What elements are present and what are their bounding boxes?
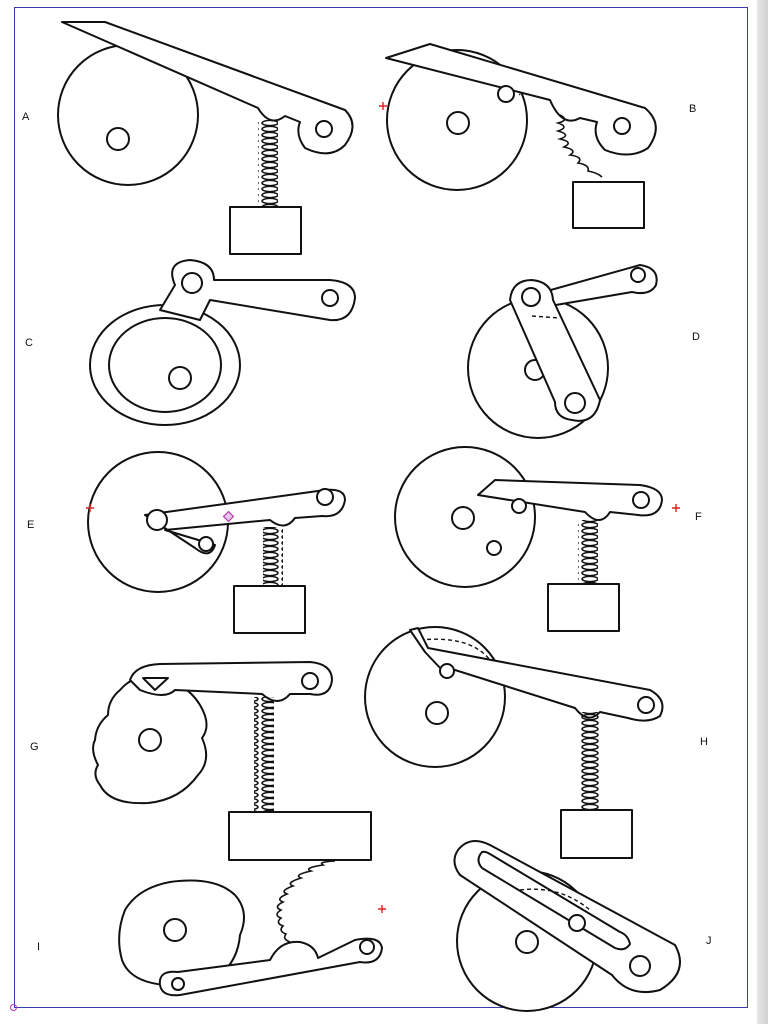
pivot-g xyxy=(301,672,319,690)
lever-i xyxy=(158,937,383,997)
mechanism-e: E xyxy=(27,451,346,634)
red-marker-b xyxy=(379,102,387,110)
weight-block-e xyxy=(233,585,306,634)
spring-f xyxy=(578,520,598,584)
weight-block-h xyxy=(560,809,633,859)
purple-marker-e xyxy=(222,510,235,523)
eccentric-shaft-c xyxy=(168,366,192,390)
label-b: B xyxy=(689,103,696,115)
cam-shaft-a xyxy=(106,127,130,151)
weight-block-b xyxy=(572,181,645,229)
cam-shaft-f xyxy=(451,506,475,530)
label-g: G xyxy=(30,741,39,753)
pawl-tooth-g xyxy=(142,677,169,691)
label-i: I xyxy=(37,941,40,953)
spring-i xyxy=(276,860,336,943)
cam-shaft-i xyxy=(163,918,187,942)
spring-a xyxy=(258,120,278,210)
pivot-h xyxy=(637,696,655,714)
weight-block-f xyxy=(547,583,620,632)
cam-shaft-e xyxy=(146,509,168,531)
cam-disc-h xyxy=(364,626,506,768)
arm-eye-d xyxy=(521,287,541,307)
page-frame xyxy=(14,7,748,1008)
cam-shaft-h xyxy=(425,701,449,725)
follower-f xyxy=(511,498,527,514)
label-h: H xyxy=(700,736,708,748)
crank-arm-d xyxy=(509,279,601,422)
pivot-e xyxy=(316,488,334,506)
mechanism-i: I xyxy=(37,860,386,997)
mechanism-c: C xyxy=(25,259,356,426)
spring-g xyxy=(254,697,274,813)
crank-pin-d xyxy=(564,392,586,414)
label-e: E xyxy=(27,519,34,531)
mechanism-d: D xyxy=(467,264,700,439)
cam-path-h xyxy=(419,638,491,661)
weight-block-a xyxy=(229,206,302,255)
crank-path-j xyxy=(519,888,591,911)
cam-shaft-g xyxy=(138,728,162,752)
spring-b xyxy=(555,114,603,178)
pivot-f xyxy=(632,491,650,509)
label-f: F xyxy=(695,511,702,523)
mechanism-f: F xyxy=(394,446,702,632)
page-edge xyxy=(757,0,768,1024)
connecting-rod-c xyxy=(159,259,356,322)
spring-h xyxy=(581,712,601,810)
pivot-d xyxy=(630,267,646,283)
label-d: D xyxy=(692,331,700,343)
mechanism-a: A xyxy=(22,21,354,255)
eccentric-disc-c xyxy=(108,317,222,413)
corner-marker xyxy=(10,1004,17,1011)
pivot-c xyxy=(321,289,339,307)
lever-e xyxy=(144,488,346,555)
arm-slot-j xyxy=(477,850,631,951)
mechanism-h: H xyxy=(364,626,708,859)
crank-shaft-j xyxy=(515,930,539,954)
mechanism-g: G xyxy=(30,661,372,861)
red-marker-e xyxy=(86,504,94,512)
lever-f xyxy=(477,479,663,521)
cam-shaft-b xyxy=(446,111,470,135)
crank-pin-j xyxy=(568,914,586,932)
weight-block-g xyxy=(228,811,372,861)
mechanism-b: B xyxy=(379,43,696,229)
pivot-i xyxy=(359,939,375,955)
label-c: C xyxy=(25,337,33,349)
cam-pin-f xyxy=(486,540,502,556)
lever-h xyxy=(409,627,664,722)
follower-i xyxy=(171,977,185,991)
label-a: A xyxy=(22,111,30,123)
lever-b xyxy=(385,43,657,156)
rod-eye-c xyxy=(181,272,203,294)
label-j: J xyxy=(706,935,712,947)
pivot-j xyxy=(629,955,651,977)
pivot-b xyxy=(613,117,631,135)
spring-e xyxy=(263,527,283,587)
mechanism-j: J xyxy=(453,840,712,1012)
red-marker-i xyxy=(378,905,386,913)
hidden-edge-d xyxy=(531,315,561,319)
crank-pin-e xyxy=(198,536,214,552)
follower-b xyxy=(497,85,515,103)
pivot-a xyxy=(315,120,333,138)
follower-h xyxy=(439,663,455,679)
red-marker-f xyxy=(672,504,680,512)
lever-g xyxy=(129,661,333,702)
